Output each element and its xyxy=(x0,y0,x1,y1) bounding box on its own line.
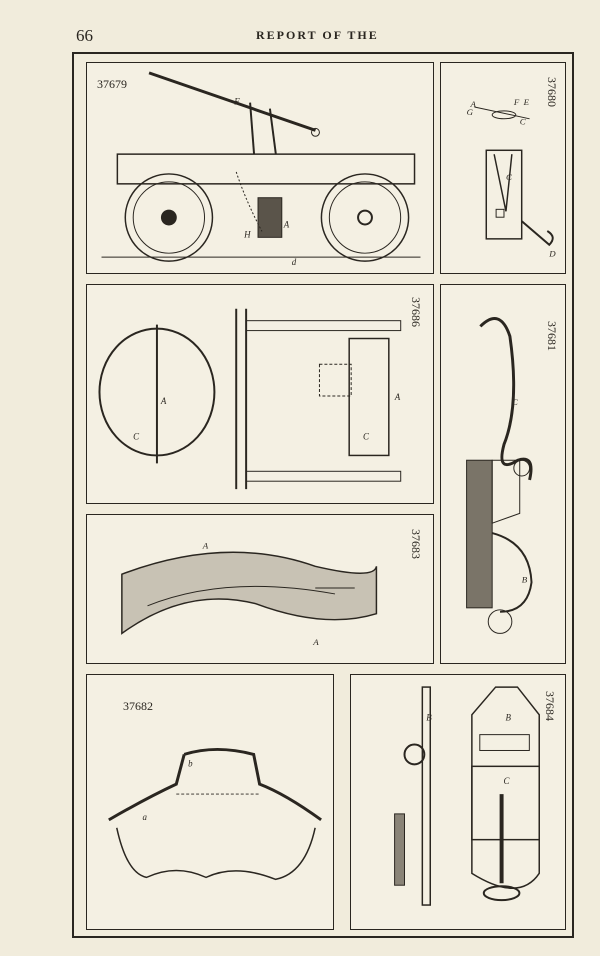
running-title: REPORT OF THE xyxy=(256,28,379,42)
svg-text:A: A xyxy=(312,637,319,647)
clamp-drawing: B B C xyxy=(394,686,540,906)
figure-number: 37684 xyxy=(543,691,557,721)
figure-number: 37683 xyxy=(409,529,423,559)
pipe-joint-drawing: A A xyxy=(121,541,378,647)
svg-text:D: D xyxy=(548,249,556,259)
figure-37686: A C A C 37686 xyxy=(86,284,434,504)
svg-text:F: F xyxy=(233,97,240,107)
svg-text:C: C xyxy=(520,117,526,127)
svg-text:C: C xyxy=(363,432,370,442)
svg-text:E: E xyxy=(523,97,530,107)
hook-drawing: C B xyxy=(466,317,533,634)
svg-text:A: A xyxy=(470,99,477,109)
svg-text:B: B xyxy=(522,574,528,584)
figure-37680: C D A G F E C 37680 xyxy=(440,62,566,274)
figure-37679: F H A d 37679 xyxy=(86,62,434,274)
figure-number: 37682 xyxy=(123,699,153,713)
svg-text:C: C xyxy=(512,397,518,407)
svg-text:C: C xyxy=(133,432,140,442)
svg-text:G: G xyxy=(467,107,474,117)
svg-text:F: F xyxy=(513,97,520,107)
svg-text:C: C xyxy=(504,776,511,786)
svg-text:A: A xyxy=(202,541,209,551)
svg-text:A: A xyxy=(160,396,167,406)
svg-text:a: a xyxy=(143,812,148,822)
clasp-drawing: C D A G F E C xyxy=(467,97,557,259)
svg-text:b: b xyxy=(188,758,193,768)
svg-text:A: A xyxy=(394,392,401,402)
patent-plate: F H A d 37679 C D A G F E C 37680 xyxy=(72,52,574,938)
wagon-drawing: F H A d xyxy=(101,71,421,267)
figure-37682: b a 37682 xyxy=(86,674,334,930)
svg-text:d: d xyxy=(292,257,297,267)
figure-37683: A A 37683 xyxy=(86,514,434,664)
figure-number: 37679 xyxy=(97,77,127,91)
figure-number: 37686 xyxy=(409,297,423,327)
horseshoe-drawing: b a xyxy=(108,748,322,881)
figure-number: 37680 xyxy=(545,77,559,107)
figure-37684: B B C 37684 xyxy=(350,674,566,930)
svg-text:C: C xyxy=(506,172,512,182)
page-number: 66 xyxy=(76,26,93,45)
frame-drawing: A C A C xyxy=(98,308,402,490)
figure-37681: C B 37681 xyxy=(440,284,566,664)
svg-text:A: A xyxy=(283,219,290,229)
svg-text:B: B xyxy=(426,713,432,723)
svg-text:H: H xyxy=(243,229,251,239)
figure-number: 37681 xyxy=(545,321,559,351)
svg-text:B: B xyxy=(506,713,512,723)
